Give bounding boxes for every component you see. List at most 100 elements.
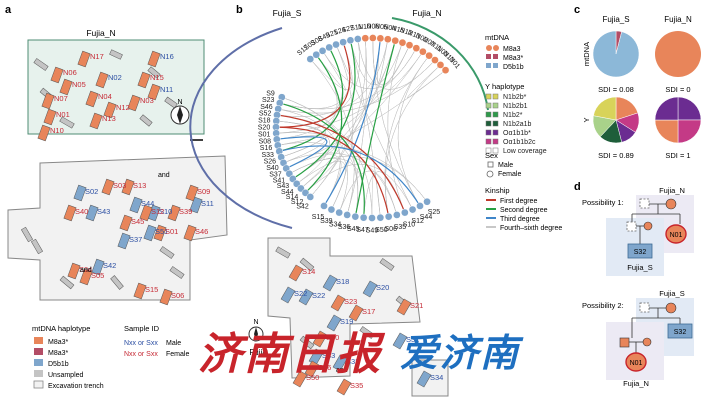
unsampled-grave-n-3: [147, 66, 161, 79]
node-label-bot-0: S15: [312, 214, 325, 221]
p1-top-circle: [665, 198, 677, 210]
node-label-left-7: S08: [259, 138, 272, 145]
unsampled-grave-n-5: [59, 116, 75, 129]
node-bot-8: [384, 212, 393, 221]
p2-child-label: S32: [674, 329, 687, 336]
y-legend-box-3: [485, 120, 492, 127]
south-label-S02: S02: [85, 187, 98, 196]
bottom-map-label-3: S23: [344, 297, 357, 306]
node-bot-9: [392, 211, 401, 219]
node-label-left-15: S44: [281, 189, 294, 196]
north-label-N06: N06: [63, 68, 77, 77]
node-top-7: [353, 35, 362, 43]
north-grave-13: [37, 124, 51, 142]
legend-b-m8a3s-box: [486, 54, 491, 59]
y-legend-box-2: [485, 111, 492, 118]
node-top-4: [332, 40, 340, 49]
north-label-N13: N13: [102, 114, 116, 123]
bottom-map-label-14: S35: [350, 381, 363, 390]
sdi-y-s: SDI = 0.89: [598, 151, 634, 160]
north-unsampled-graves: [33, 49, 178, 129]
north-grave-0: [77, 50, 91, 68]
y-legend-label-0: N1b2b*: [503, 94, 527, 101]
bottom-grave-0: [288, 264, 304, 282]
compass-letter-b: N: [253, 319, 258, 326]
legend-unsampled: Unsampled: [48, 372, 84, 379]
north-label-N15: N15: [150, 73, 164, 82]
y-legend-label-1: N1b2b1: [503, 103, 528, 110]
north-grave-5: [95, 71, 109, 89]
south-grave-red-3: [63, 204, 77, 222]
south-label-S37: S37: [129, 235, 142, 244]
link-fourth-90: [296, 160, 346, 210]
south-unsampled-graves: [20, 226, 185, 290]
link-fourth-157: [385, 64, 441, 217]
link-second-1: [292, 40, 356, 180]
node-top-17: [425, 51, 433, 60]
node-label-bot-9: S35: [394, 224, 407, 231]
pie-row-y: Y: [582, 117, 591, 122]
node-label-top-7: S11: [350, 24, 363, 33]
node-label-left-13: S41: [273, 177, 286, 184]
unsampled-grave-n-2: [109, 49, 123, 60]
south-label-S03: S03: [113, 181, 126, 190]
node-top-15: [412, 44, 421, 53]
south-label-S04: S04: [79, 265, 92, 274]
node-label-left-1: S23: [262, 97, 275, 104]
bottom-unsampled-0: [275, 246, 291, 259]
pie-y-n-slice-1: [677, 119, 702, 144]
p2-title: Possibility 2:: [582, 301, 624, 310]
pie-y-n-slice-3: [654, 96, 679, 121]
node-left-18: [306, 193, 315, 201]
south-grave-blue-6: [117, 232, 131, 250]
node-label-top-3: S49: [317, 32, 331, 44]
bottom-grave-16: [292, 370, 308, 388]
link-second-10: [305, 54, 343, 194]
link-fourth-152: [300, 159, 338, 193]
north-grave-3: [50, 66, 64, 84]
node-label-bot-13: S25: [428, 209, 441, 216]
link-second-3: [279, 102, 365, 218]
link-fourth-84: [384, 55, 430, 217]
link-fourth-6: [277, 142, 348, 213]
pie-y-n-slice-0: [677, 96, 702, 121]
legend-trench-swatch: [33, 380, 44, 389]
north-grave-2: [137, 71, 151, 89]
sdi-mt-s: SDI = 0.08: [598, 85, 634, 94]
p2-site: Fujia_S: [659, 289, 684, 298]
chord-nodes: [272, 34, 450, 222]
panel-b-site-north: Fujia_N: [412, 8, 441, 18]
north-label-N07: N07: [54, 94, 68, 103]
bottom-grave-8: [298, 288, 314, 306]
link-fourth-69: [305, 164, 413, 210]
bottom-graves: [280, 264, 432, 396]
link-fourth-146: [387, 42, 405, 213]
p1-dashed-box: [639, 198, 650, 209]
legend-mtdna-title: mtDNA haplotype: [32, 324, 90, 333]
node-label-bot-2: S34: [329, 221, 342, 228]
link-fourth-118: [276, 51, 424, 134]
south-label-S40: S40: [75, 207, 88, 216]
south-label-S01: S01: [165, 227, 178, 236]
link-second-0: [279, 47, 344, 152]
link-fourth-87: [322, 48, 417, 89]
p2-top-circle: [665, 302, 677, 314]
watermark-cn1: 济南日报: [198, 329, 382, 380]
node-top-6: [346, 36, 355, 45]
south-label-S45: S45: [131, 217, 144, 226]
bottom-grave-5: [348, 304, 364, 322]
node-top-19: [436, 61, 445, 69]
unsampled-grave-s-0: [20, 226, 34, 243]
node-label-left-16: S14: [286, 194, 299, 201]
and-word-2: and: [80, 267, 92, 274]
node-label-top-10: N05: [375, 23, 389, 31]
y-legend-box2-6: [492, 147, 499, 154]
link-fourth-75: [310, 38, 367, 198]
node-top-10: [376, 34, 385, 43]
link-fourth-133: [350, 40, 403, 85]
node-bot-7: [376, 213, 385, 222]
y-legend-box2-5: [492, 138, 499, 145]
